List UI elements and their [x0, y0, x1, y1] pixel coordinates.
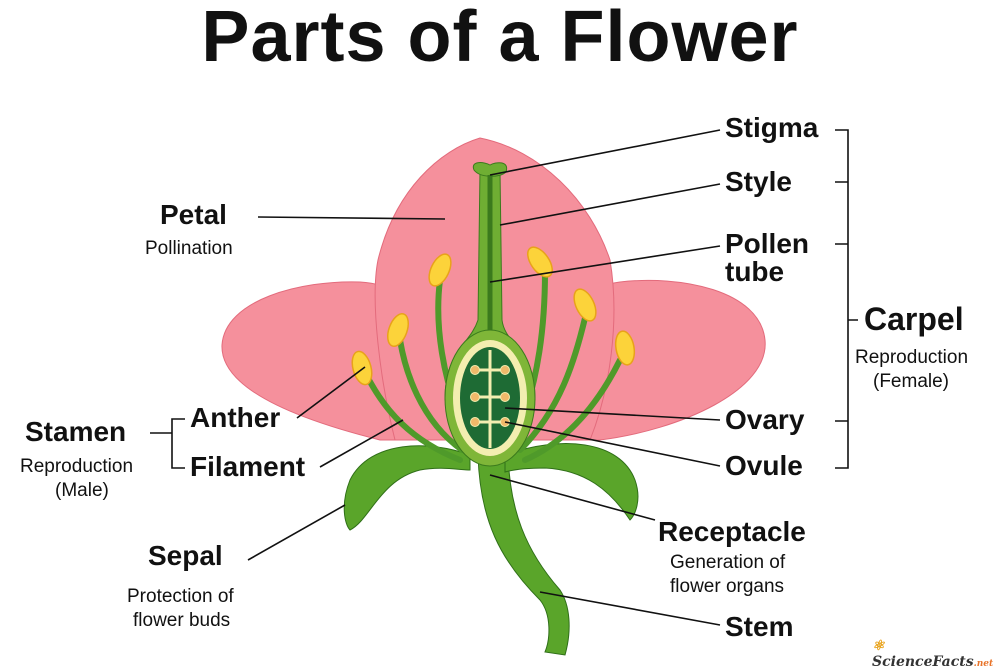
sepal-left: [343, 445, 471, 531]
stamen-desc-2: (Male): [55, 480, 109, 501]
carpel-desc-2: (Female): [873, 371, 950, 392]
label-petal: Petal: [160, 199, 227, 230]
atom-icon: ⚛: [872, 638, 885, 654]
sciencefacts-logo: ⚛ ScienceFacts.net: [872, 638, 994, 670]
ovules: [470, 350, 510, 448]
label-ovule: Ovule: [725, 450, 803, 481]
anthers: [351, 246, 636, 386]
label-sepal: Sepal: [148, 540, 223, 571]
stamen-desc-1: Reproduction: [20, 456, 134, 477]
label-pollen-tube-2: tube: [725, 256, 785, 287]
label-anther: Anther: [190, 402, 281, 433]
page-title: Parts of a Flower: [201, 0, 799, 77]
label-filament: Filament: [190, 451, 306, 482]
label-style: Style: [725, 166, 792, 197]
leader-lines: [150, 129, 858, 626]
label-ovary: Ovary: [725, 404, 805, 435]
stem: [477, 454, 570, 656]
receptacle-desc-2: flower organs: [670, 576, 785, 597]
carpel-desc-1: Reproduction: [855, 347, 969, 368]
sepal-right: [504, 443, 639, 521]
sepal-desc-1: Protection of: [127, 586, 234, 607]
label-stigma: Stigma: [725, 112, 819, 143]
label-receptacle: Receptacle: [658, 516, 806, 547]
label-pollen-tube-1: Pollen: [725, 228, 810, 259]
label-stem: Stem: [725, 611, 794, 642]
label-stamen: Stamen: [25, 416, 127, 447]
petal-desc: Pollination: [145, 238, 233, 259]
receptacle-desc-1: Generation of: [670, 552, 786, 573]
label-carpel: Carpel: [864, 301, 964, 337]
sepal-desc-2: flower buds: [133, 610, 231, 631]
